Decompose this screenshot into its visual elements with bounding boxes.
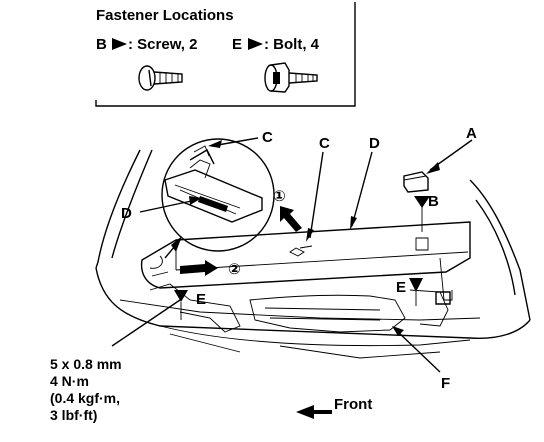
detail-trim-section (164, 169, 263, 223)
legend-title: Fastener Locations (96, 7, 234, 24)
front-label: Front (334, 396, 372, 413)
torque-leader (111, 299, 181, 347)
step-1-arrow-icon (280, 206, 302, 232)
bolt-letter: E (232, 36, 242, 53)
callout-d-detail: D (121, 205, 132, 222)
callout-f: F (441, 375, 450, 392)
bolt-pointer-icon (248, 38, 263, 50)
step-1-label: ① (273, 188, 286, 205)
step-2-label: ② (228, 261, 241, 278)
detail-circle (161, 138, 275, 252)
sill-trim (140, 221, 471, 305)
bolt-e-right-arrow-icon (409, 278, 423, 292)
callout-d-detail-leader (139, 199, 197, 213)
screw-icon (138, 65, 183, 91)
torque-line-2: 4 N·m (50, 373, 89, 389)
screw-letter: B (96, 36, 107, 53)
callout-d-main: D (369, 135, 380, 152)
screw-pointer-icon (112, 38, 127, 50)
callout-c-main: C (319, 135, 330, 152)
vehicle-body (95, 149, 531, 359)
detail-view (161, 138, 275, 259)
screw-b-marker: B (414, 193, 439, 232)
detail-clip (189, 149, 215, 165)
callout-b: B (428, 193, 439, 210)
step-arrows: ② ① (180, 188, 302, 278)
sill-trim-panel (140, 221, 471, 289)
bolt-e-left-arrow-icon (174, 290, 188, 302)
torque-spec: 5 x 0.8 mm 4 N·m (0.4 kgf·m, 3 lbf·ft) (50, 356, 122, 423)
callout-e-right: E (396, 279, 406, 296)
bolt-e-left-marker: E (174, 290, 206, 320)
bolt-icon (264, 62, 318, 93)
step-2-arrow-icon (180, 260, 218, 276)
callout-c-main-leader (309, 151, 324, 239)
legend-border (95, 2, 356, 107)
torque-line-1: 5 x 0.8 mm (50, 356, 122, 372)
torque-line-4: 3 lbf·ft) (50, 407, 97, 423)
screw-label: : Screw, 2 (128, 36, 197, 53)
callout-a: A (466, 125, 477, 142)
front-arrow-icon (296, 405, 332, 419)
callout-d-main-leader (351, 151, 373, 227)
front-indicator: Front (296, 396, 372, 419)
screw-b-arrow-icon (414, 196, 430, 208)
clip-a-part (403, 171, 429, 193)
bolt-e-right-marker: E (396, 278, 423, 306)
fastener-legend: Fastener Locations B : Screw, 2 E : Bolt… (95, 2, 356, 107)
callout-f-leader (395, 329, 441, 373)
callout-c-detail: C (262, 129, 273, 146)
bolt-label: : Bolt, 4 (264, 36, 320, 53)
callout-e-left: E (196, 291, 206, 308)
clip-a: A (403, 125, 477, 193)
torque-line-3: (0.4 kgf·m, (50, 390, 120, 406)
